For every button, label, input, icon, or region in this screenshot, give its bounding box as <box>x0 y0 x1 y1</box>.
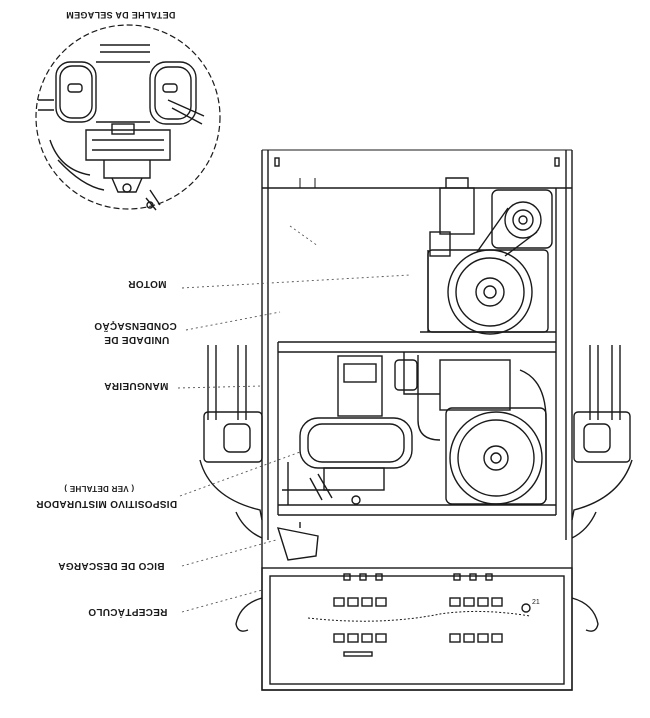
cabinet-feet <box>235 597 599 632</box>
label-mixer-device-2: ( VER DETALHE ) <box>64 484 135 493</box>
compressor-assembly <box>394 352 547 505</box>
leader-lines <box>177 225 411 613</box>
label-mangueira: MANGUEIRA <box>104 380 169 391</box>
control-panel <box>261 567 573 691</box>
label-condensing-unit-1: UNIDADE DE <box>104 334 170 345</box>
panel-number-label: 21 <box>532 599 540 606</box>
left-side-assembly <box>199 345 263 539</box>
dispense-spout <box>276 522 319 561</box>
label-mixer-device-1: DISPOSITIVO MISTURADOR <box>36 498 178 509</box>
label-condensing-unit-2: CONDENSAÇÃO <box>94 320 177 331</box>
mixer-device <box>282 355 413 505</box>
label-detail-title: DETALHE DA SELAGEM <box>66 10 176 20</box>
motor-assembly <box>420 177 556 335</box>
label-receptacle: RECEPTÁCULO <box>88 606 168 617</box>
right-side-assembly <box>571 345 633 539</box>
label-dispense-spout: BICO DE DESCARGA <box>58 560 165 571</box>
label-motor: MOTOR <box>128 278 167 289</box>
seal-detail-view <box>35 24 221 211</box>
